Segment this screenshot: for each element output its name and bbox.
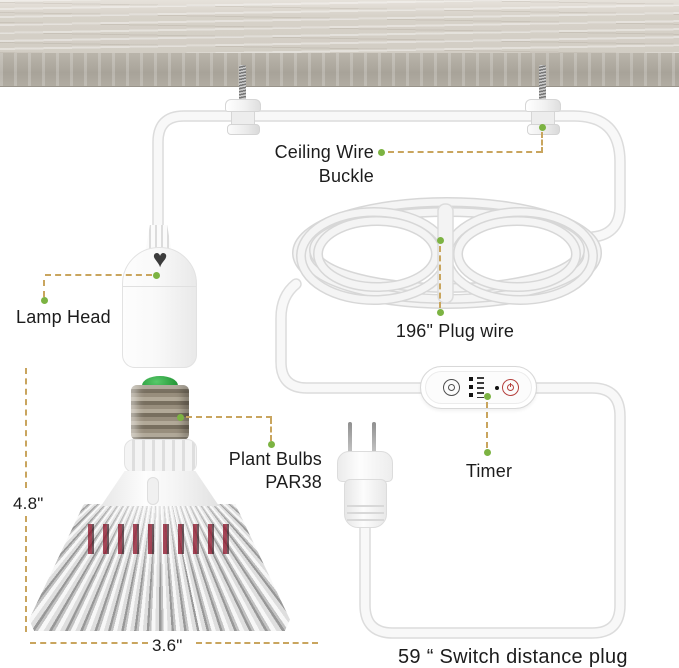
wire-buckle-left — [225, 99, 261, 135]
buckle-waist — [531, 112, 555, 124]
lamp-head-label: Lamp Head — [16, 307, 111, 327]
plug-prong-right — [372, 422, 376, 454]
plant-bulb-label: Plant Bulbs PAR38 — [222, 448, 322, 494]
marker-dot — [539, 124, 546, 131]
timer-mode-button — [443, 379, 460, 396]
dimension-line-height-upper — [25, 368, 27, 488]
lamp-head-body — [122, 247, 197, 368]
buckle-flange — [226, 124, 260, 135]
timer-mode-icon — [448, 384, 455, 391]
switch-distance-label: 59 “ Switch distance plug — [398, 646, 628, 668]
bulb-diameter-label: 3.6" — [152, 636, 183, 655]
coil-tie — [437, 203, 454, 304]
timer-mode-markings — [477, 377, 484, 398]
ceiling-wire-buckle-label: Ceiling Wire Buckle — [254, 140, 374, 188]
plant-bulb-label-line1: Plant Bulbs — [228, 449, 322, 469]
plug-face — [337, 451, 393, 482]
dimension-line-height-lower — [25, 516, 27, 632]
hanging-cable — [152, 110, 626, 639]
leader-line — [541, 132, 543, 153]
plant-bulb-label-line2: PAR38 — [265, 472, 322, 492]
buckle-waist — [231, 112, 255, 124]
leader-line — [388, 151, 542, 153]
plug-prong-left — [348, 422, 352, 454]
bulb-ribbed-collar — [124, 439, 197, 473]
marker-dot — [41, 297, 48, 304]
marker-dot — [153, 272, 160, 279]
dimension-line-width-right — [196, 642, 318, 644]
bulb-height-label: 4.8" — [13, 494, 44, 513]
plug-wire-length-label: 196" Plug wire — [395, 321, 515, 341]
ceiling-wire-buckle-label-line2: Buckle — [318, 166, 374, 186]
bulb-shoulder — [101, 471, 219, 506]
timer-label: Timer — [465, 461, 513, 481]
lamp-logo-heart-icon: ♥ — [152, 245, 168, 273]
bulb-e26-screw-base — [131, 385, 189, 440]
marker-dot — [484, 393, 491, 400]
ceiling-wire-buckle-label-line1: Ceiling Wire — [274, 142, 374, 162]
power-icon — [507, 382, 514, 391]
timer-mode-dots — [469, 377, 473, 397]
bulb-led-band — [84, 524, 236, 554]
marker-dot — [268, 441, 275, 448]
ceiling-wood-edge — [0, 53, 679, 87]
buckle-cap — [525, 99, 561, 112]
ceiling-wood-face — [0, 0, 679, 53]
plug-grip-ribs — [347, 500, 384, 524]
lamp-head-seam — [123, 286, 196, 287]
buckle-cap — [225, 99, 261, 112]
leader-line — [270, 418, 272, 441]
ceiling-screw-right — [539, 65, 546, 102]
coiled-wire — [292, 197, 602, 309]
dimension-line-width-left — [30, 642, 148, 644]
leader-line — [486, 402, 488, 448]
marker-dot — [484, 449, 491, 456]
leader-line — [186, 416, 272, 418]
timer-indicator-dot — [495, 386, 499, 390]
timer-power-button — [502, 379, 519, 396]
ceiling-screw-left — [239, 65, 246, 102]
leader-line — [45, 274, 152, 276]
bulb-shoulder-nub — [147, 477, 159, 505]
leader-line — [439, 246, 441, 308]
leader-line — [43, 280, 45, 297]
marker-dot — [437, 309, 444, 316]
marker-dot — [378, 149, 385, 156]
marker-dot — [437, 237, 444, 244]
marker-dot — [177, 414, 184, 421]
